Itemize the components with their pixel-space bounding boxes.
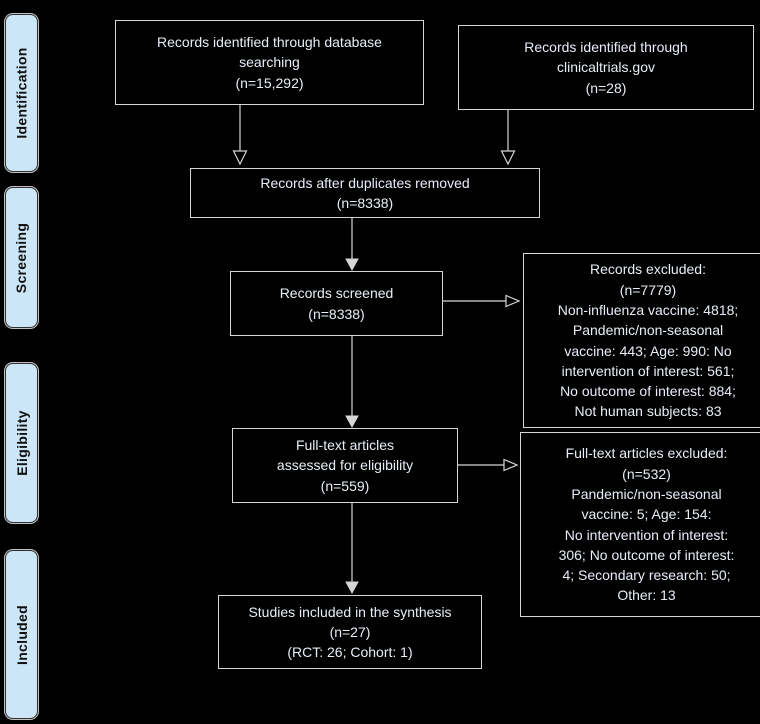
box-records-identified-clinicaltrials: Records identified through clinicaltrial… (458, 25, 754, 110)
box-records-screened: Records screened (n=8338) (230, 271, 443, 336)
arrowhead-screened-to-fulltext (345, 415, 359, 429)
box-records-excluded: Records excluded: (n=7779) Non-influenza… (523, 253, 760, 428)
arrowhead-ct-to-duplicates (500, 150, 516, 166)
stage-label-screening: Screening (5, 187, 38, 328)
stage-label-included: Included (5, 550, 38, 719)
stage-label-eligibility: Eligibility (5, 363, 38, 523)
stage-label-screening-text: Screening (13, 222, 30, 293)
box-fulltext-assessed: Full-text articles assessed for eligibil… (232, 428, 458, 503)
stage-label-included-text: Included (13, 604, 30, 665)
arrowhead-duplicates-to-screened (345, 258, 359, 272)
box-fulltext-excluded: Full-text articles excluded: (n=532) Pan… (520, 432, 760, 617)
box-duplicates-removed: Records after duplicates removed (n=8338… (190, 168, 540, 218)
arrowhead-db-to-duplicates (232, 150, 248, 166)
stage-label-identification-text: Identification (13, 47, 30, 139)
arrowhead-screened-to-excluded (505, 294, 521, 308)
box-studies-included: Studies included in the synthesis (n=27)… (218, 595, 482, 669)
arrowhead-fulltext-to-excluded (503, 458, 519, 472)
arrowhead-fulltext-to-included (345, 581, 359, 595)
box-records-identified-database: Records identified through database sear… (115, 20, 424, 105)
stage-label-identification: Identification (5, 14, 38, 172)
stage-label-eligibility-text: Eligibility (13, 410, 30, 476)
